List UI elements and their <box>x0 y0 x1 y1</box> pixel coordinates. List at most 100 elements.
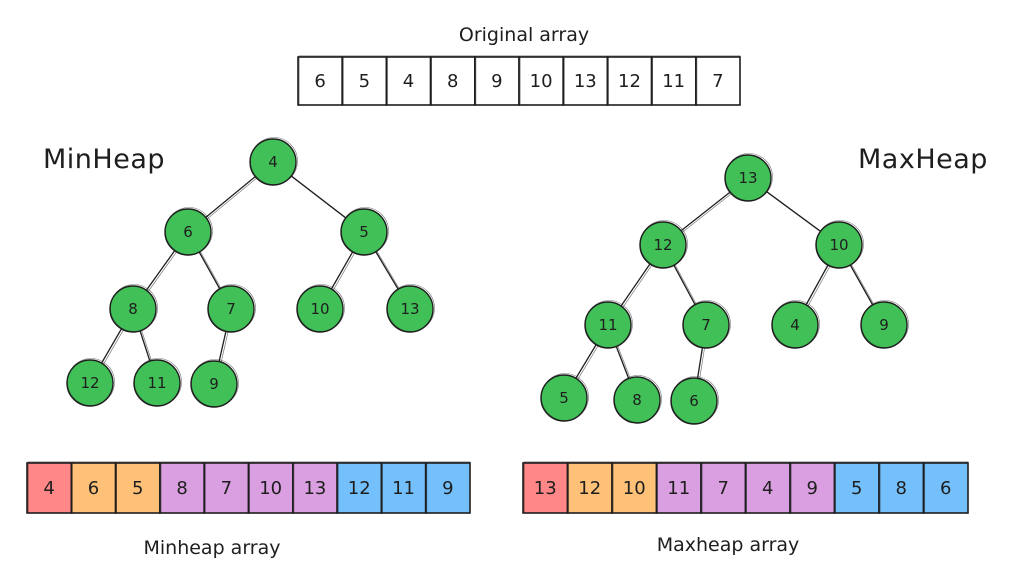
minheap-node: 9 <box>190 359 239 408</box>
original-array-cell: 11 <box>650 55 697 106</box>
maxheap-node-value: 13 <box>738 169 757 187</box>
maxheap-array-cell: 6 <box>922 461 969 514</box>
minheap-node-value: 9 <box>209 375 219 393</box>
maxheap-node-value: 5 <box>559 389 569 407</box>
original-array-cell: 12 <box>606 55 653 106</box>
maxheap-array-cell: 12 <box>566 461 613 514</box>
minheap-array-cell-value: 5 <box>132 478 143 499</box>
minheap-title: MinHeap <box>43 144 165 175</box>
maxheap-array-cell: 8 <box>878 461 925 514</box>
original-array-cell: 4 <box>385 55 432 106</box>
maxheap-array-cell: 7 <box>700 461 747 514</box>
minheap-node: 7 <box>207 284 256 333</box>
maxheap-node: 11 <box>584 300 633 349</box>
minheap-node: 4 <box>249 137 298 186</box>
maxheap-array-cell-value: 10 <box>623 478 646 499</box>
maxheap-title: MaxHeap <box>858 144 988 175</box>
maxheap-node-value: 12 <box>653 236 672 254</box>
maxheap-node: 10 <box>815 220 864 269</box>
maxheap-node: 6 <box>670 376 719 425</box>
maxheap-array-cell-value: 6 <box>940 478 951 499</box>
original-array-cell: 6 <box>297 55 344 106</box>
minheap-array-cell: 6 <box>70 461 117 514</box>
minheap-node: 11 <box>133 358 182 407</box>
minheap-node: 5 <box>340 207 389 256</box>
minheap-node: 6 <box>164 207 213 256</box>
original-array-cell: 5 <box>341 55 388 106</box>
minheap-array-cell-value: 12 <box>348 478 371 499</box>
original-array-cell-value: 13 <box>574 71 597 92</box>
minheap-array-cell: 12 <box>336 461 383 514</box>
minheap-array-cell-value: 9 <box>442 478 453 499</box>
maxheap-node: 4 <box>771 300 820 349</box>
maxheap-node-value: 10 <box>829 236 848 254</box>
minheap-array-cell-value: 7 <box>221 478 232 499</box>
minheap-node: 13 <box>386 284 435 333</box>
maxheap-array-cell-value: 7 <box>718 478 729 499</box>
maxheap-array-caption: Maxheap array <box>657 534 800 556</box>
minheap-array-cell: 9 <box>424 461 471 514</box>
maxheap-array-cell: 5 <box>833 461 880 514</box>
maxheap-array-cell-value: 9 <box>807 478 818 499</box>
maxheap-node: 5 <box>540 373 589 422</box>
original-array-cell-value: 4 <box>403 71 414 92</box>
original-array-cell-value: 9 <box>491 71 502 92</box>
maxheap-node-value: 11 <box>598 316 617 334</box>
original-array-cell: 13 <box>562 55 609 106</box>
minheap-node-value: 12 <box>80 374 99 392</box>
maxheap-array-cell: 4 <box>744 461 791 514</box>
original-array-title: Original array <box>459 24 589 46</box>
minheap-node-value: 4 <box>268 153 278 171</box>
original-array-cell: 8 <box>429 55 476 106</box>
minheap-node-value: 11 <box>147 374 166 392</box>
maxheap-node-value: 9 <box>879 316 889 334</box>
minheap-node-value: 6 <box>183 223 193 241</box>
minheap-node-value: 13 <box>400 300 419 318</box>
original-array-cell: 10 <box>518 55 565 106</box>
original-array-cell-value: 5 <box>359 71 370 92</box>
minheap-array-caption: Minheap array <box>143 537 280 559</box>
maxheap-array-cell-value: 4 <box>762 478 773 499</box>
maxheap-node: 13 <box>724 153 773 202</box>
maxheap-array-cell-value: 11 <box>667 478 690 499</box>
maxheap-array-cell-value: 13 <box>534 478 557 499</box>
maxheap-node: 12 <box>639 220 688 269</box>
minheap-array-cell: 8 <box>159 461 205 514</box>
minheap-node-value: 8 <box>128 300 138 318</box>
original-array-cell-value: 6 <box>314 71 325 92</box>
minheap-tree: 4 6 5 8 7 10 13 12 11 9 <box>66 137 435 408</box>
maxheap-tree: 13 12 10 11 7 4 9 5 8 6 <box>540 153 909 425</box>
minheap-edges <box>89 161 413 386</box>
original-array-cell-value: 10 <box>530 71 553 92</box>
minheap-array-cell: 7 <box>203 461 250 514</box>
maxheap-node: 8 <box>613 375 662 424</box>
minheap-node-value: 7 <box>226 300 236 318</box>
minheap-array-cell-value: 4 <box>43 478 54 499</box>
maxheap-array-cell: 13 <box>522 461 569 514</box>
minheap-array-cell: 5 <box>114 461 161 514</box>
original-array-cell: 9 <box>473 55 520 106</box>
original-array-cell-value: 11 <box>662 71 685 92</box>
minheap-node: 10 <box>296 284 345 333</box>
maxheap-node-value: 7 <box>701 316 711 334</box>
minheap-array-cell-value: 11 <box>392 478 415 499</box>
minheap-array-cell-value: 6 <box>88 478 99 499</box>
maxheap-edges <box>563 177 887 403</box>
minheap-array-cell-value: 13 <box>303 478 326 499</box>
original-array-cell-value: 8 <box>447 71 458 92</box>
maxheap-array-cell: 11 <box>655 461 702 514</box>
minheap-array-cell: 11 <box>380 461 427 514</box>
minheap-array-cell: 10 <box>247 461 294 514</box>
original-array-cell-value: 12 <box>618 71 641 92</box>
minheap-array-cell-value: 8 <box>176 478 187 499</box>
minheap-array: 4 6 5 8 7 10 13 12 11 9 <box>26 461 471 514</box>
minheap-node: 8 <box>109 284 158 333</box>
minheap-node-value: 5 <box>359 223 369 241</box>
maxheap-node-value: 8 <box>632 391 642 409</box>
minheap-array-cell: 13 <box>291 461 338 514</box>
minheap-node-value: 10 <box>310 300 329 318</box>
minheap-array-cell: 4 <box>26 461 73 514</box>
maxheap-array-cell: 9 <box>789 461 836 514</box>
minheap-node: 12 <box>66 358 115 407</box>
